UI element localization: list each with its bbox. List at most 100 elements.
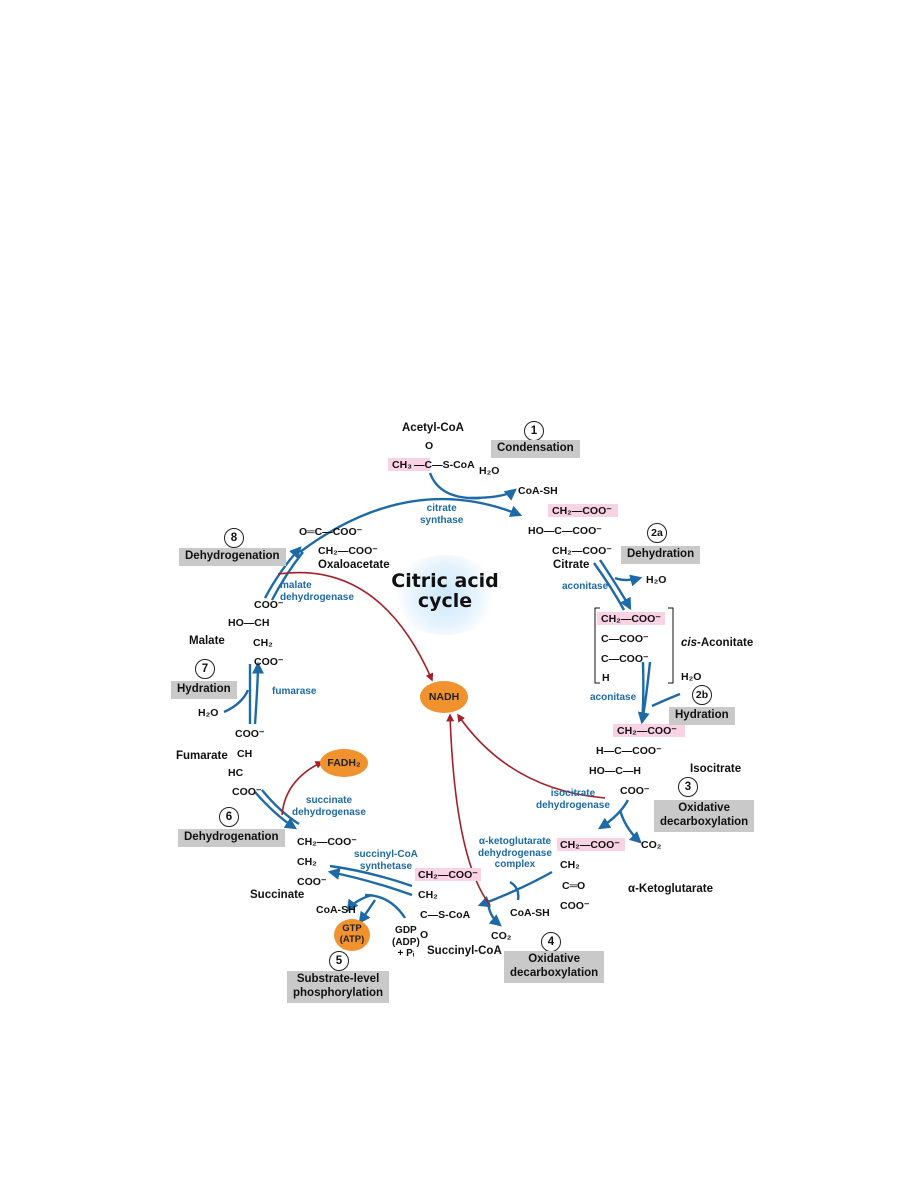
arrow-h2o-out-2a (614, 574, 643, 587)
step-3-label: Oxidative decarboxylation (654, 800, 755, 832)
mal-row1: COO⁻ (254, 599, 284, 611)
arrow-h2o-in-2b (651, 692, 681, 708)
enzyme-isocitrate-dh: isocitrate dehydrogenase (536, 788, 610, 811)
cis-row3: C—COO⁻ (601, 653, 649, 665)
highlight-succinylcoa (415, 868, 481, 881)
arrow-h2o-in-7 (223, 689, 250, 714)
arrow-gtp-out-5 (358, 899, 376, 924)
step-8-label: Dehydrogenation (179, 548, 286, 566)
arrow-nadh-from-malate (277, 571, 434, 682)
enzyme-citrate-synthase: citrate synthase (420, 503, 464, 526)
cis-suffix: -Aconitate (697, 637, 754, 649)
arrow-step6 (254, 791, 298, 830)
arrow-step5 (327, 868, 413, 897)
step-2a-number: 2a (647, 523, 667, 543)
step-5-label: Substrate-level phosphorylation (287, 971, 390, 1003)
succ-row2: CH₂ (297, 856, 317, 868)
h2o-in-7: H₂O (198, 707, 219, 719)
enzyme-succinate-dh: succinate dehydrogenase (292, 795, 366, 818)
acetyl-o: O (425, 440, 434, 452)
cis-row1: CH₂—COO⁻ (601, 613, 661, 625)
arrow-step8-reverse (270, 551, 304, 601)
step-6-number: 6 (219, 807, 239, 827)
arrow-nadh-from-akg (446, 713, 491, 906)
akg-row1: CH₂—COO⁻ (560, 839, 620, 851)
step-5-number: 5 (329, 951, 349, 971)
co2-4: CO₂ (491, 930, 512, 942)
arrow-step3 (597, 799, 630, 830)
fum-row2: CH (237, 748, 253, 760)
iso-row1: CH₂—COO⁻ (617, 725, 677, 737)
succoa-row3: C—S-CoA (420, 909, 471, 921)
citrate-row2: HO—C—COO⁻ (528, 525, 602, 537)
arrow-coa-sh-out-5 (346, 893, 373, 912)
highlight-isocitrate (613, 724, 685, 737)
succ-row3: COO⁻ (297, 876, 327, 888)
arrow-step7 (251, 661, 264, 725)
step-6-label: Dehydrogenation (178, 829, 285, 847)
succoa-row2: CH₂ (418, 889, 438, 901)
succinyl-coa-label: Succinyl-CoA (427, 945, 502, 957)
step-4-number: 4 (541, 932, 561, 952)
akg-row4: COO⁻ (560, 900, 590, 912)
akg-row3: C═O (562, 880, 586, 892)
fum-row1: COO⁻ (235, 728, 265, 740)
fum-row4: COO⁻ (232, 786, 262, 798)
arrow-step2a-reverse (593, 562, 626, 611)
step-2b-label: Hydration (669, 707, 735, 725)
step-2b-number: 2b (692, 685, 712, 705)
diagram-title: Citric acid cycle (391, 570, 499, 612)
acetyl-c: —C—S-CoA (414, 459, 475, 471)
arrow-step5-reverse (329, 864, 413, 888)
gtp-atp-badge: GTP (ATP) (334, 919, 370, 951)
succinate-label: Succinate (250, 889, 305, 901)
nadh-badge: NADH (420, 681, 468, 713)
co2-3: CO₂ (641, 839, 662, 851)
cis-aconitate-label: cis-Aconitate (681, 637, 754, 650)
enzyme-succinyl-coa-synthetase: succinyl-CoA synthetase (354, 849, 418, 872)
coa-sh-out-1: CoA-SH (518, 485, 558, 497)
arrow-nadh-from-isocitrate (457, 713, 606, 799)
fum-row3: HC (228, 767, 244, 779)
arrow-coa-sh-in-4 (509, 880, 520, 901)
malate-label: Malate (189, 635, 225, 647)
highlight-acetyl (388, 458, 430, 471)
fadh2-badge: FADH₂ (320, 749, 368, 777)
highlight-akg (557, 838, 625, 851)
cis-row4: H (602, 672, 610, 684)
coa-sh-in-4: CoA-SH (510, 907, 550, 919)
succoa-row1: CH₂—COO⁻ (418, 869, 478, 881)
cis-aconitate-bracket-right (668, 607, 674, 684)
cis-prefix: cis (681, 637, 697, 649)
arrow-acetylcoa-in (428, 472, 481, 500)
gdp-adp-pi: GDP (ADP) + Pᵢ (392, 925, 420, 959)
mal-row2: HO—CH (228, 617, 270, 629)
step-7-number: 7 (195, 659, 215, 679)
step-8-number: 8 (224, 528, 244, 548)
enzyme-aconitase-2: aconitase (590, 692, 637, 703)
mal-row3: CH₂ (253, 637, 273, 649)
succ-row1: CH₂—COO⁻ (297, 836, 357, 848)
enzyme-malate-dh: malate dehydrogenase (280, 580, 354, 603)
step-2a-label: Dehydration (621, 546, 701, 564)
step-1-number: 1 (524, 421, 544, 441)
step-7-label: Hydration (171, 681, 237, 699)
akg-row2: CH₂ (560, 859, 580, 871)
citrate-row1: CH₂—COO⁻ (552, 505, 612, 517)
arrow-step1-main (299, 497, 523, 553)
oaa-row1: O═C—COO⁻ (299, 526, 363, 538)
arrow-fadh2-from-succinate (281, 761, 324, 816)
iso-row2: H—C—COO⁻ (596, 745, 662, 757)
arrow-step6-reverse (261, 789, 300, 826)
arrow-step2b-reverse (640, 661, 645, 723)
h2o-in-1: H₂O (479, 465, 500, 477)
title-glow (390, 555, 500, 635)
acetyl-coa-label: Acetyl-CoA (402, 422, 464, 434)
citrate-row3: CH₂—COO⁻ (552, 545, 612, 557)
arrow-step8 (263, 546, 302, 599)
step-3-number: 3 (678, 777, 698, 797)
citrate-label: Citrate (553, 559, 590, 571)
coa-sh-5: CoA-SH (316, 904, 356, 916)
